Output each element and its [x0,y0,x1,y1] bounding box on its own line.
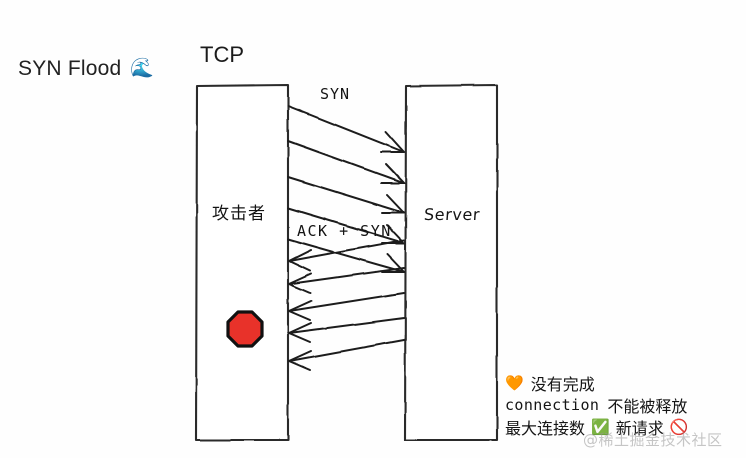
server-box [403,83,499,442]
prohibited-icon: 🚫 [669,418,689,436]
orange-heart-icon: 🧡 [505,374,524,392]
legend-text-max-connections: 最大连接数 [505,419,586,438]
legend-text-new-request: 新请求 [615,419,664,438]
legend-block: 🧡 没有完成 connection 不能被释放 最大连接数 ✅ 新请求 🚫 [505,372,740,438]
legend-line-3: 最大连接数 ✅ 新请求 🚫 [505,416,740,438]
legend-line-1: 🧡 没有完成 [505,372,740,394]
legend-text-connection: connection [505,396,600,414]
attacker-box [194,83,290,442]
diagram-title-tcp: TCP [200,42,244,67]
ack-syn-arrow [288,292,405,321]
syn-arrow-group [287,105,405,273]
page-title-syn-flood: SYN Flood [18,57,122,80]
ack-syn-arrow [288,239,405,272]
wave-icon: 🌊 [130,58,154,79]
syn-arrow [287,105,405,153]
ack-syn-arrow [288,267,405,294]
check-mark-icon: ✅ [591,418,610,436]
syn-arrow [287,238,405,273]
ack-syn-arrow-group [288,239,405,371]
legend-text-not-released: 不能被释放 [607,397,688,416]
syn-flow-label: SYN [320,85,351,103]
syn-arrow [287,176,405,214]
legend-text-incomplete: 没有完成 [530,375,595,394]
ack-syn-arrow [288,339,405,371]
attacker-label: 攻击者 [212,204,266,223]
ack-syn-flow-label: ACK + SYN [297,222,392,240]
legend-line-2: connection 不能被释放 [505,394,740,416]
ack-syn-arrow [288,317,405,343]
stop-octagon-icon [226,310,264,348]
server-label: Server [423,205,481,224]
syn-arrow [287,140,405,184]
